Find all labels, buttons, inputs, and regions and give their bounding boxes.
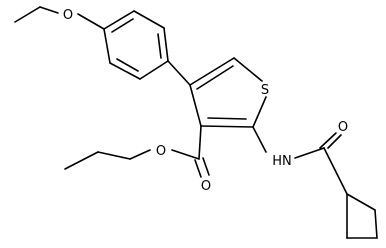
carbonyl-ester-o-bond xyxy=(171,149,200,160)
thiophene-s-c2-bond xyxy=(252,96,267,128)
benzene-bond-2 xyxy=(133,10,165,29)
c3-carbonyl-bond xyxy=(198,125,202,160)
benzene-inner-double-2 xyxy=(157,33,162,59)
propyl-ch2-ch3-bond xyxy=(64,151,99,170)
cyclobutane-amide-group xyxy=(252,126,378,239)
benzene-inner-double-1 xyxy=(111,18,134,33)
ester-carbonyl-double-a xyxy=(194,159,202,178)
benzene-inner-double-3 xyxy=(116,58,139,72)
thiophene-ring xyxy=(189,57,267,128)
aryl-thiophene-bond xyxy=(167,60,191,86)
thiophene-c2-c3-bond xyxy=(200,125,254,128)
benzene-bond-4 xyxy=(139,60,169,80)
ester-double-oxygen-atom: O xyxy=(201,179,211,194)
ether-oxygen-label: O xyxy=(63,8,73,23)
carbonyl-cyclobutyl-bond xyxy=(323,147,348,195)
amide-oxygen-atom: O xyxy=(338,120,348,135)
cyclobutane-bond-2 xyxy=(374,209,378,239)
thiophene-c4-c5-bond xyxy=(189,57,235,86)
amide-carbonyl-double-b xyxy=(327,134,342,149)
ester-single-oxygen-label: O xyxy=(156,144,166,159)
ester-double-oxygen-label: O xyxy=(201,179,211,194)
ethyl-ch2-o-bond xyxy=(39,6,59,14)
thiophene-c3-c4-bond xyxy=(189,84,202,127)
thiophene-c5-s-bond xyxy=(233,57,263,82)
ethoxy-group xyxy=(14,6,105,30)
thiophene-sulfur-atom: S xyxy=(261,83,269,98)
cyclobutane-bond-1 xyxy=(346,193,376,211)
amide-carbonyl-double-a xyxy=(319,132,337,149)
amide-nitrogen-atom: HN xyxy=(272,154,292,169)
benzene-bond-5 xyxy=(109,62,141,80)
nh-carbonyl-bond xyxy=(294,147,325,159)
benzene-ring xyxy=(103,10,169,80)
ester-carbonyl-double-b xyxy=(202,157,210,176)
thiophene-c2-c3-inner xyxy=(207,117,247,120)
c2-nh-bond xyxy=(252,126,267,153)
amide-oxygen-label: O xyxy=(338,120,348,135)
propyl-ester-group xyxy=(64,125,210,178)
benzene-bond-1 xyxy=(103,10,135,30)
ester-o-ch2-bond xyxy=(129,149,151,160)
propyl-ch2-ch2-bond xyxy=(97,151,131,160)
ester-single-oxygen-atom: O xyxy=(156,144,166,159)
thiophene-sulfur-label: S xyxy=(261,83,269,98)
amide-nitrogen-label: HN xyxy=(272,154,292,169)
benzene-bond-3 xyxy=(163,27,169,62)
thiophene-c4-c5-inner xyxy=(196,65,234,90)
benzene-bond-6 xyxy=(103,28,111,64)
ethyl-ch3-ch2-bond xyxy=(14,6,41,23)
ether-o-ring-bond xyxy=(77,13,105,30)
ether-oxygen-atom: O xyxy=(63,8,73,23)
